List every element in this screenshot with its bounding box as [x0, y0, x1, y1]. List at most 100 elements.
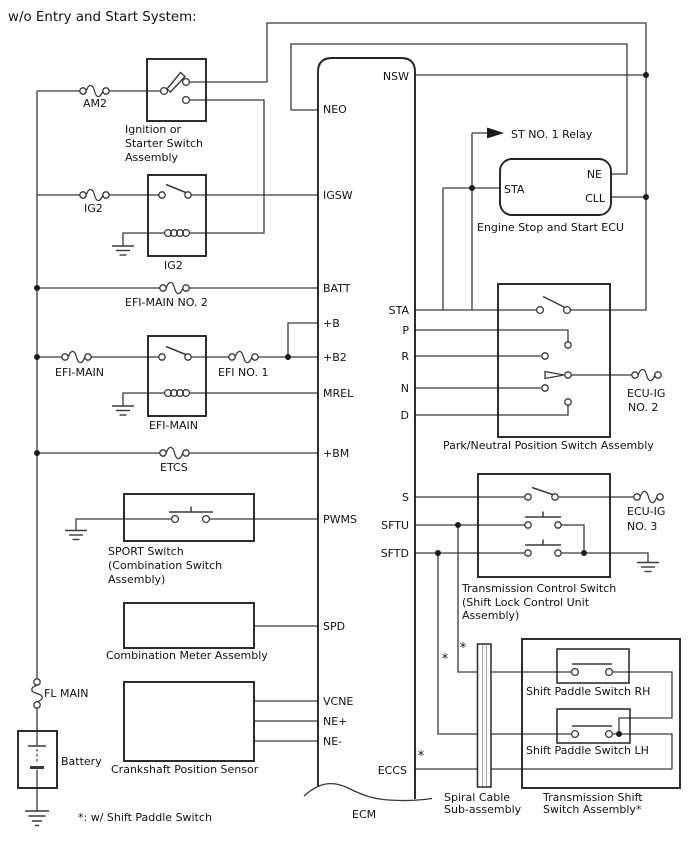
fuse-ecu-ig-no2-icon: [631, 368, 662, 382]
esecu-pin-cll: CLL: [585, 192, 606, 205]
transmission-shift-switch-box: [521, 638, 681, 789]
ecm-pin-pwms: PWMS: [323, 513, 357, 526]
sftd-paddle-wire: [437, 553, 572, 735]
sftu-paddle-wire: [457, 525, 572, 673]
park-neutral-switch-label: Park/Neutral Position Switch Assembly: [443, 439, 654, 452]
sftd-asterisk: *: [442, 652, 449, 667]
fuse-ecu-ig-no3-icon: [633, 490, 664, 504]
shift-paddle-lh-box: [556, 708, 631, 744]
combination-meter-label: Combination Meter Assembly: [106, 649, 268, 662]
fuse-efi-main-no2-label: EFI-MAIN NO. 2: [125, 296, 208, 309]
tcs-ground-icon: [636, 561, 660, 573]
ecm-pin-p: P: [402, 324, 409, 337]
tcs-label-2: (Shift Lock Control Unit: [462, 596, 590, 609]
ecm-pin-spd: SPD: [323, 620, 345, 633]
ignition-switch-label-3: Assembly: [125, 151, 179, 164]
fuse-etcs-icon: [159, 446, 190, 460]
junction-dots: [34, 72, 649, 737]
ecm-pin-n: N: [401, 382, 409, 395]
ig2-relay-box: [147, 174, 207, 257]
footnote: *: w/ Shift Paddle Switch: [78, 811, 212, 824]
shift-paddle-lh-label: Shift Paddle Switch LH: [526, 744, 649, 757]
ig-coil-wire: [189, 99, 265, 234]
combination-meter-box: [123, 602, 255, 649]
efi-main-switch-icon: [158, 345, 192, 361]
ecm-pin-ne-plus: NE+: [323, 715, 347, 728]
crankshaft-sensor-label: Crankshaft Position Sensor: [111, 763, 259, 776]
fuse-ecu-ig-no3-label-1: ECU-IG: [627, 505, 665, 518]
pn-wiper-icon: [544, 370, 565, 380]
fuse-ig2-label: IG2: [84, 202, 103, 215]
p-wire: [415, 329, 569, 342]
fusible-link-fl-main-label: FL MAIN: [44, 687, 88, 700]
sftu-wire: [415, 524, 585, 553]
transmission-shift-switch-label-1: Transmission Shift: [542, 791, 643, 804]
ecm-pin-d: D: [401, 409, 409, 422]
fuse-ig2-icon: [79, 188, 110, 202]
crank-sensor-wires: [254, 700, 318, 742]
ig2-ground-icon: [111, 245, 135, 256]
fuse-efi-main-label: EFI-MAIN: [55, 366, 104, 379]
spiral-cable: [476, 643, 492, 788]
wires: [36, 22, 673, 811]
ecm-pin-sftd: SFTD: [381, 547, 409, 560]
ignition-switch-label-1: Ignition or: [125, 123, 182, 136]
ecm-pin-s: S: [402, 491, 409, 504]
battery-label: Battery: [61, 755, 102, 768]
ecm-pin-r: R: [401, 350, 409, 363]
fuse-efi-main-icon: [61, 350, 92, 364]
sport-switch-box: [123, 493, 255, 542]
shift-paddle-rh-label: Shift Paddle Switch RH: [526, 685, 650, 698]
efi-main-relay-box: [147, 335, 207, 417]
engine-stop-start-ecu-label: Engine Stop and Start ECU: [477, 221, 624, 234]
ig2-relay-label: IG2: [164, 259, 183, 272]
ecm-pin-ne-minus: NE-: [323, 735, 342, 748]
eccs-asterisk: *: [418, 749, 425, 764]
ecm-pin-eccs: ECCS: [378, 764, 407, 777]
ecm-pin-neo: NEO: [323, 103, 347, 116]
efi-main-coil-icon: [163, 388, 191, 398]
st-no1-relay-label: ST NO. 1 Relay: [511, 128, 593, 141]
tcs-label-1: Transmission Control Switch: [461, 582, 616, 595]
fuse-etcs-label: ETCS: [160, 461, 188, 474]
st-relay-arrow-icon: [487, 127, 504, 139]
spiral-cable-label-2: Sub-assembly: [444, 803, 522, 816]
engine-stop-start-ecu-box: [499, 158, 612, 216]
sport-switch-label-1: SPORT Switch: [108, 545, 184, 558]
fuse-efi-no1-icon: [228, 350, 259, 364]
ignition-switch-label-2: Starter Switch: [125, 137, 203, 150]
plus-b-wire: [287, 322, 318, 357]
shift-paddle-rh-box: [556, 648, 630, 684]
fuse-am2-label: AM2: [83, 97, 107, 110]
st-signal-wire: [189, 22, 647, 311]
ecm-pin-batt: BATT: [323, 282, 351, 295]
spiral-cable-body: [476, 643, 492, 788]
sport-ground-icon: [64, 529, 88, 541]
paddle-rh-button-icon: [570, 663, 614, 677]
park-neutral-switch-box: [497, 283, 611, 438]
esecu-pin-sta: STA: [504, 183, 525, 196]
sftd-wire: [415, 552, 649, 562]
ecm-pin-sta: STA: [389, 304, 410, 317]
fuse-efi-no1-label: EFI NO. 1: [218, 366, 268, 379]
sport-button-icon: [169, 506, 213, 524]
mrel-wire: [122, 392, 318, 406]
sport-switch-label-3: Assembly): [108, 573, 165, 586]
paddle-lh-button-icon: [570, 725, 614, 739]
paddle-lh-return-wire: [612, 733, 673, 769]
crankshaft-sensor-box: [123, 681, 255, 762]
battery-box: [17, 730, 58, 789]
tcs-label-3: Assembly): [462, 609, 519, 622]
ecm-pin-plus-b: +B: [323, 317, 340, 330]
ecm-label: ECM: [352, 808, 376, 821]
ecm-pin-vcne: VCNE: [323, 695, 353, 708]
ig2-coil-icon: [163, 228, 191, 238]
fuse-efi-main-no2-icon: [159, 281, 190, 295]
spiral-cable-label-1: Spiral Cable: [444, 791, 510, 804]
battery-cell-icon: [28, 745, 46, 769]
esecu-pin-ne: NE: [587, 168, 602, 181]
ecm-pin-sftu: SFTU: [381, 519, 409, 532]
transmission-control-switch-box: [477, 473, 611, 578]
ecm-box: [303, 57, 433, 802]
